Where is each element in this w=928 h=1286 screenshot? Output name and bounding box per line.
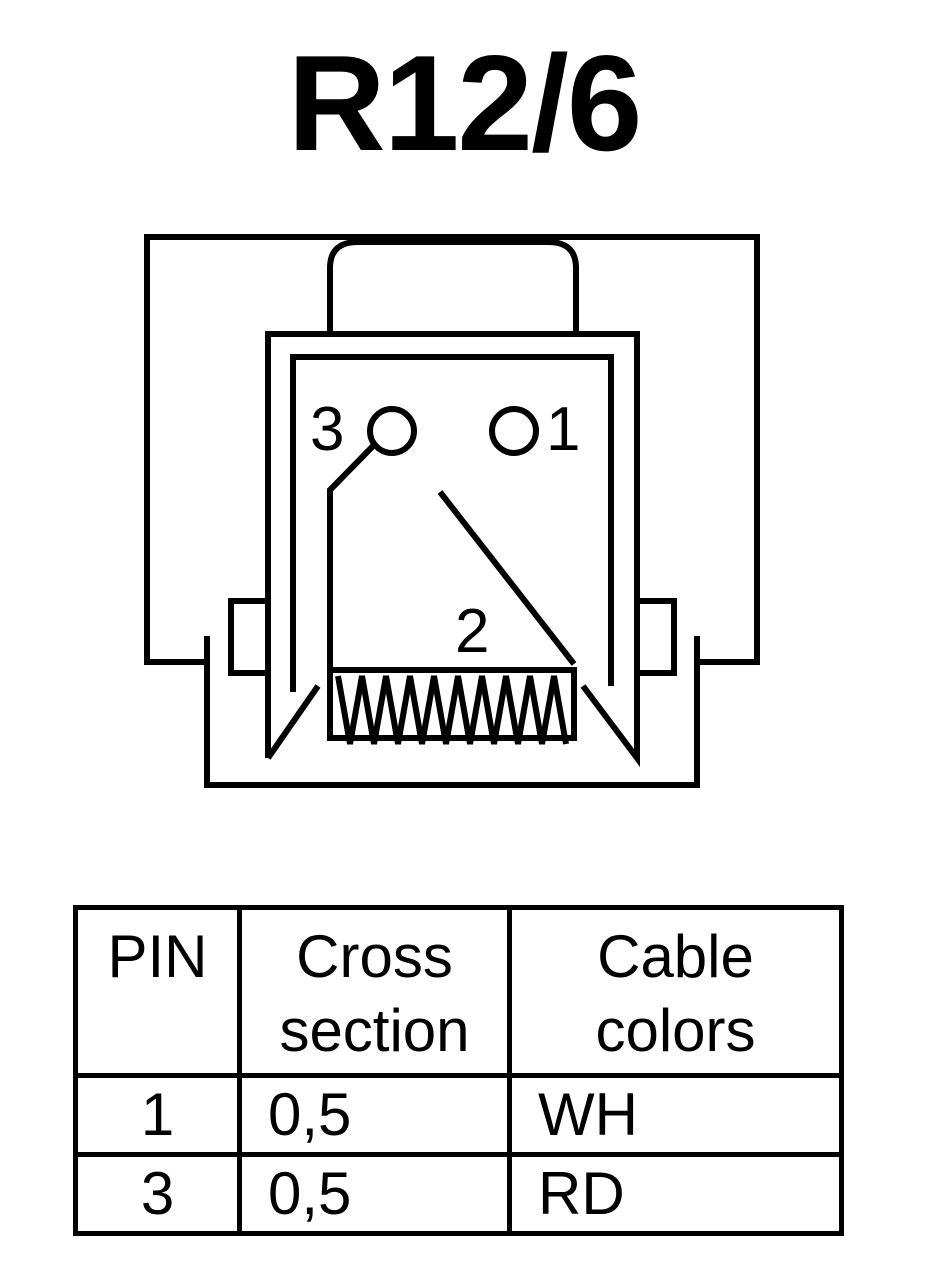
header-cross-section-line2: section xyxy=(279,997,470,1064)
row-1-cross-section: 0,5 xyxy=(237,1073,512,1157)
bottom-bracket xyxy=(204,636,700,788)
pin-1-contact xyxy=(489,406,539,456)
header-pin: PIN xyxy=(73,905,242,1078)
header-cross-section-line1: Cross xyxy=(296,923,453,990)
insert-frame-left-bevel xyxy=(265,684,321,760)
pin-3-label: 3 xyxy=(310,395,344,464)
top-tab xyxy=(327,239,579,334)
spring-zigzag xyxy=(335,675,569,745)
table-header-row: PIN Cross section Cable colors xyxy=(73,905,844,1078)
row-2-color: RD xyxy=(507,1152,844,1236)
row-1-color: WH xyxy=(507,1073,844,1157)
header-cable-colors-line1: Cable xyxy=(597,923,754,990)
insert-frame-inner xyxy=(290,354,614,692)
outer-housing xyxy=(144,234,760,665)
row-2-cross-section: 0,5 xyxy=(237,1152,512,1236)
left-latch xyxy=(228,598,271,676)
pin-3-contact xyxy=(367,406,417,456)
row-1-pin: 1 xyxy=(73,1073,242,1157)
table-row: 3 0,5 RD xyxy=(73,1152,844,1236)
pin-table: PIN Cross section Cable colors 1 0,5 WH … xyxy=(73,905,844,1236)
connector-drawing: 3 1 2 xyxy=(144,234,760,788)
header-cable-colors-line2: colors xyxy=(595,997,756,1064)
pin-3-wire xyxy=(327,442,377,670)
row-2-pin: 3 xyxy=(73,1152,242,1236)
right-latch xyxy=(634,598,677,676)
header-cross-section: Cross section xyxy=(237,905,512,1078)
pin-1-label: 1 xyxy=(546,395,580,464)
table-row: 1 0,5 WH xyxy=(73,1073,844,1157)
header-pin-label: PIN xyxy=(107,923,208,990)
diagram-title: R12/6 xyxy=(287,27,643,179)
pin-2-label: 2 xyxy=(455,597,489,666)
spring-terminal xyxy=(327,667,577,741)
insert-frame-outer xyxy=(265,331,640,767)
header-cable-colors: Cable colors xyxy=(507,905,844,1078)
pin-2-wire xyxy=(437,490,577,666)
